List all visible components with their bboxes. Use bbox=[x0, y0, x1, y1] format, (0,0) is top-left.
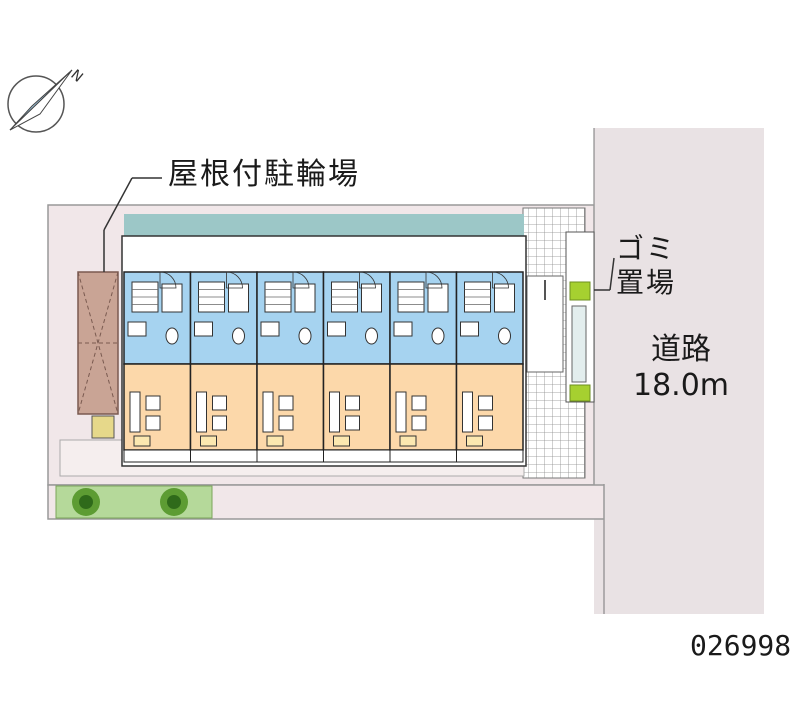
unit-toilet bbox=[165, 327, 179, 345]
garbage-area-label-line2: 置場 bbox=[616, 266, 677, 299]
unit-bath bbox=[294, 283, 316, 313]
unit-bath bbox=[161, 283, 183, 313]
garbage-area-label-line1: ゴミ bbox=[616, 232, 677, 265]
unit-door bbox=[292, 271, 310, 289]
unit-balcony bbox=[123, 449, 191, 463]
unit-door bbox=[226, 271, 243, 289]
compass-icon: N bbox=[7, 67, 86, 133]
unit-bed bbox=[462, 391, 473, 433]
unit-table bbox=[411, 395, 427, 411]
garbage-area-label: ゴミ 置場 bbox=[616, 232, 706, 300]
road-name: 道路 bbox=[651, 332, 711, 367]
unit-bed bbox=[262, 391, 274, 433]
unit-washbasin bbox=[194, 321, 213, 337]
unit-balcony bbox=[456, 449, 524, 463]
unit-table bbox=[278, 395, 294, 411]
unit-door bbox=[359, 271, 376, 289]
road-width: 18.0m bbox=[632, 368, 730, 403]
unit-door bbox=[159, 271, 177, 289]
unit-bed bbox=[329, 391, 340, 433]
unit-tv bbox=[399, 435, 417, 447]
unit-chair bbox=[278, 415, 294, 431]
unit-washbasin bbox=[260, 321, 280, 337]
unit-bed bbox=[129, 391, 141, 433]
svg-text:N: N bbox=[67, 67, 85, 86]
unit-tv bbox=[133, 435, 151, 447]
building-roof bbox=[124, 214, 524, 238]
unit-bath bbox=[361, 283, 382, 313]
property-code: 026998 bbox=[690, 629, 792, 662]
tree-icon bbox=[160, 488, 188, 516]
tree-icon bbox=[72, 488, 100, 516]
bicycle-shelter bbox=[77, 271, 119, 415]
unit-toilet bbox=[431, 327, 445, 345]
unit-chair bbox=[145, 415, 161, 431]
unit-balcony bbox=[190, 449, 258, 463]
unit-balcony bbox=[389, 449, 457, 463]
unit-washbasin bbox=[127, 321, 147, 337]
unit-toilet bbox=[498, 327, 511, 345]
unit-bath bbox=[228, 283, 249, 313]
unit-chair bbox=[478, 415, 493, 431]
unit-bed bbox=[196, 391, 207, 433]
unit-table bbox=[478, 395, 493, 411]
bicycle-parking-label: 屋根付駐輪場 bbox=[168, 157, 360, 192]
unit-door bbox=[425, 271, 443, 289]
unit-bed bbox=[395, 391, 407, 433]
unit-bath bbox=[427, 283, 449, 313]
unit-bath bbox=[494, 283, 515, 313]
unit-washbasin bbox=[327, 321, 346, 337]
road-label: 道路 18.0m bbox=[622, 332, 740, 404]
unit-tv bbox=[266, 435, 284, 447]
unit-tv bbox=[200, 435, 217, 447]
unit-toilet bbox=[365, 327, 378, 345]
road bbox=[594, 128, 764, 614]
unit-table bbox=[145, 395, 161, 411]
unit-toilet bbox=[232, 327, 245, 345]
unit-table bbox=[345, 395, 360, 411]
unit-tv bbox=[333, 435, 350, 447]
unit-balcony bbox=[323, 449, 391, 463]
unit-tv bbox=[466, 435, 483, 447]
unit-door bbox=[492, 271, 509, 289]
unit-washbasin bbox=[460, 321, 479, 337]
unit-balcony bbox=[256, 449, 324, 463]
unit-washbasin bbox=[393, 321, 413, 337]
meter-box bbox=[91, 415, 115, 439]
unit-chair bbox=[345, 415, 360, 431]
unit-chair bbox=[212, 415, 227, 431]
unit-chair bbox=[411, 415, 427, 431]
unit-table bbox=[212, 395, 227, 411]
unit-toilet bbox=[298, 327, 312, 345]
